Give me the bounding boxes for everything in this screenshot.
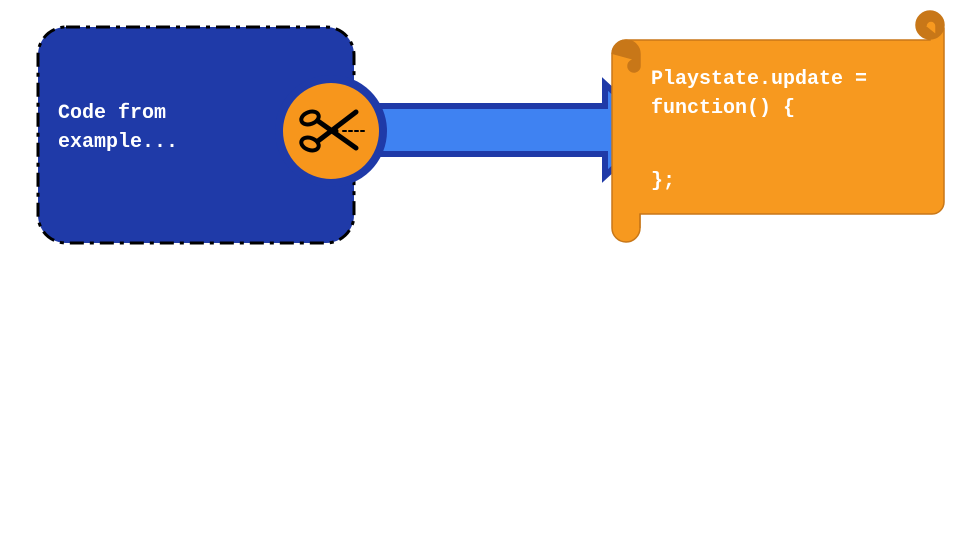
scroll-line-2: function() { — [651, 97, 795, 120]
scroll-left-curl — [611, 39, 641, 73]
source-line-1: Code from — [58, 102, 166, 125]
scroll-line-1: Playstate.update = — [651, 68, 867, 91]
code-scroll: Playstate.update = function() { }; — [611, 10, 945, 243]
source-line-2: example... — [58, 131, 178, 154]
scroll-line-4: }; — [651, 170, 675, 193]
arrow-connector — [337, 77, 660, 183]
scissors-badge — [275, 75, 387, 187]
arrow-shape — [337, 77, 660, 183]
scroll-body — [611, 25, 945, 243]
scissors-icon — [299, 109, 367, 153]
